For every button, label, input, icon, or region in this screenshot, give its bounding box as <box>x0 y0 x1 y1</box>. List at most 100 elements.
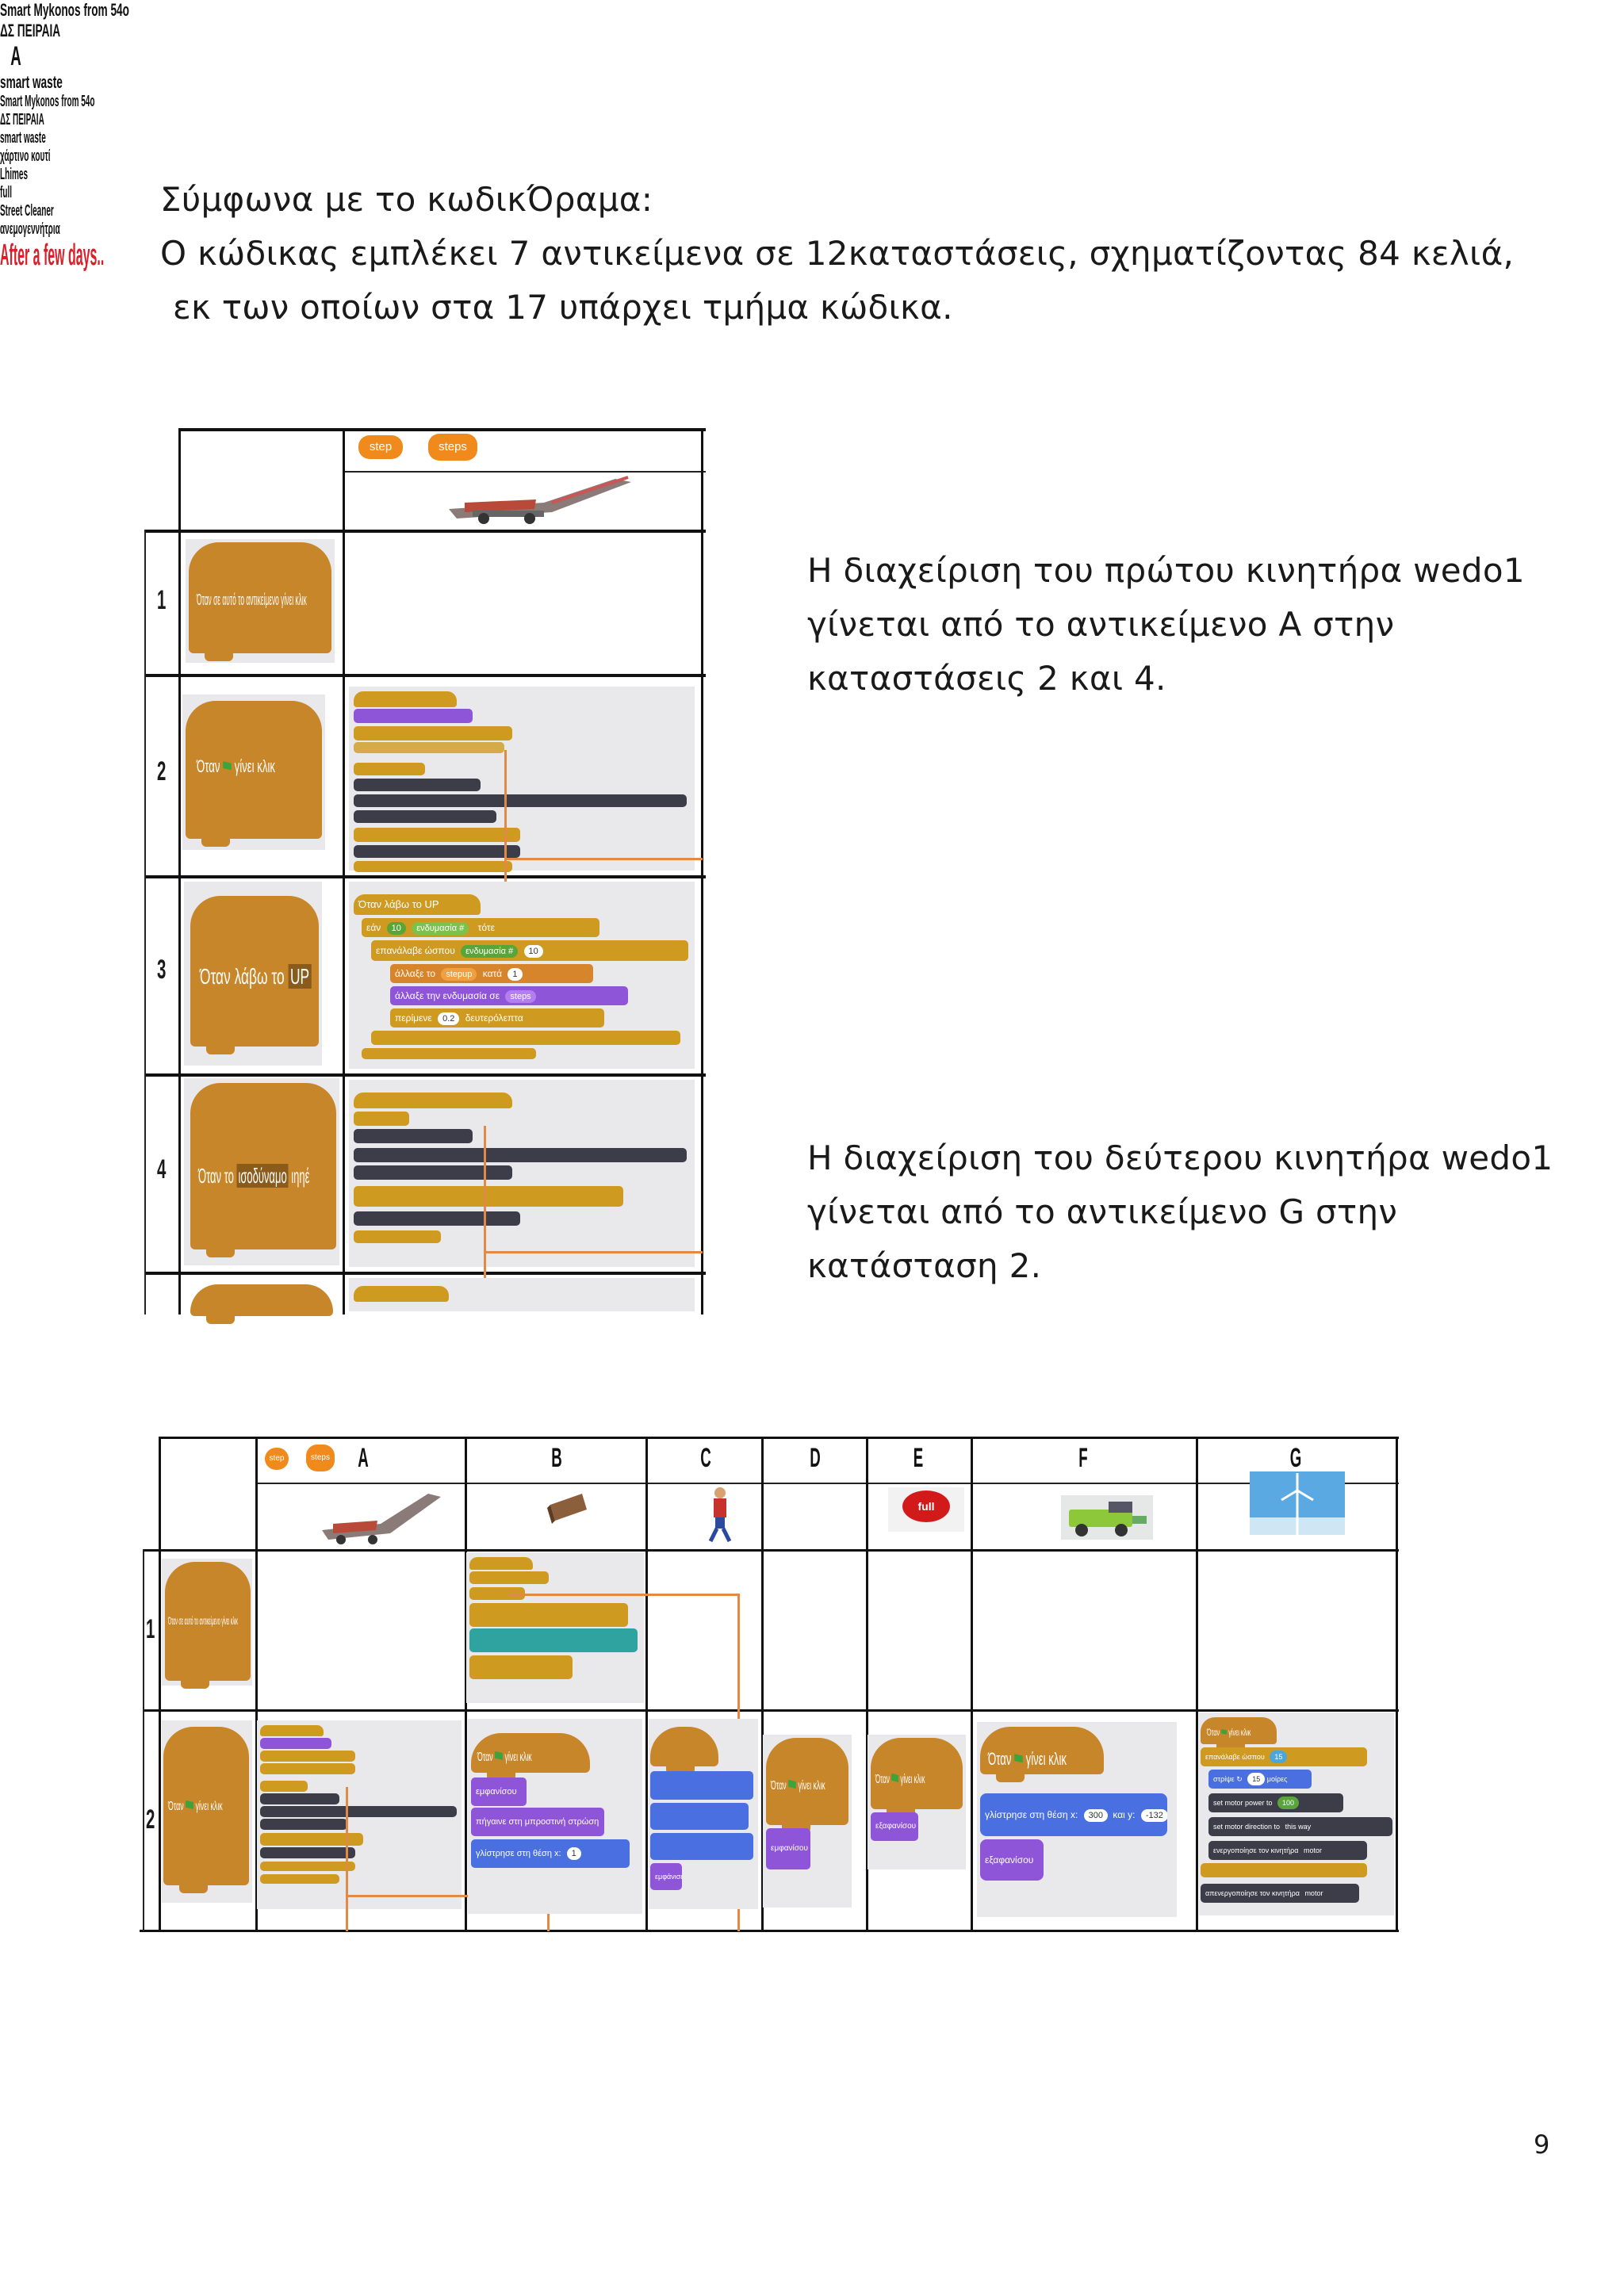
page-number: 9 <box>1534 2130 1550 2160</box>
t1-connector-line-a <box>504 750 507 909</box>
walking-person-icon <box>704 1486 736 1543</box>
t2-r2-b-glide: γλίστρησε στη θέση x: 1 <box>471 1839 630 1868</box>
t2-r2-g-repeat-label: επανάλαβε ώσπου <box>1205 1753 1265 1761</box>
t2-line-v0 <box>159 1437 161 1931</box>
t2-r2-a-ctrl2 <box>260 1763 355 1774</box>
t2-steps-button[interactable]: steps <box>306 1445 335 1471</box>
t2-r2-g-set-dir-value: this way <box>1285 1823 1312 1831</box>
t2-r2-g-repeat: επανάλαβε ώσπου 15 <box>1201 1747 1367 1766</box>
t1-r3-if-block: εάν 10 ενδυμασία # τότε <box>362 918 599 937</box>
t2-r2-d-show: εμφανίσου <box>766 1828 810 1869</box>
t2-line-v6 <box>971 1437 973 1931</box>
t2-r2-b-front: πήγαινε στη μπροστινή στρώση <box>471 1808 604 1836</box>
t1-r2-end-block <box>354 861 512 872</box>
t2-r2-f-glide-x: 300 <box>1083 1809 1109 1822</box>
t2-r2-c-block-3 <box>650 1833 753 1860</box>
t2-line-v8 <box>1396 1437 1398 1931</box>
t1-connector-line-c <box>484 1126 486 1300</box>
t2-line-rownum <box>143 1549 144 1931</box>
t2-r2-f-hat-text-a: Όταν <box>988 1749 1012 1769</box>
t2-line-v4 <box>761 1437 764 1931</box>
t1-r3-wait-label: περίμενε <box>395 1012 432 1024</box>
t1-r3-if-end <box>362 1048 536 1059</box>
t1-line-col <box>343 428 345 1314</box>
green-flag-icon <box>1014 1754 1023 1763</box>
t2-r2-c-show: εμφάνισε <box>650 1863 682 1890</box>
t1-r4-motor-on-block <box>354 1165 512 1180</box>
t2-line-top <box>159 1437 1399 1439</box>
t1-r3-costume-label: άλλαξε την ενδυμασία σε <box>395 990 500 1001</box>
t2-col-a-header: A <box>358 1443 369 1473</box>
t2-col-e-name: full <box>0 184 12 201</box>
t1-r2-look-block <box>354 709 473 723</box>
rotate-icon: ↻ <box>1236 1775 1243 1783</box>
t1-r3-repeat-operator: ενδυμασία # <box>461 945 519 958</box>
t1-line-left <box>178 428 181 1314</box>
t2-stage-title: Smart Mykonos from 54o <box>0 93 95 110</box>
t1-step-button[interactable]: step <box>358 435 403 459</box>
t2-r2-g-set-dir: set motor direction to this way <box>1208 1817 1392 1836</box>
t1-r2-event-label: Όταν γίνει κλικ <box>197 756 275 777</box>
t2-col-g-name: ανεμογεννήτρια <box>0 220 60 238</box>
t2-col-f-header: F <box>1078 1443 1088 1473</box>
t2-r2-b-glide-y: 1 <box>566 1847 581 1860</box>
t2-line-v7 <box>1196 1437 1198 1931</box>
t1-steps-button[interactable]: steps <box>428 434 477 461</box>
t1-r3-repeat-label: επανάλαβε ώσπου <box>376 945 455 956</box>
t2-r2-f-glide-label: γλίστρησε στη θέση x: <box>985 1809 1078 1820</box>
t2-r2-g-motor-off: απενεργοποίησε τον κινητήρα motor <box>1201 1884 1359 1903</box>
note1-line-2: γίνεται από το αντικείμενο A στην <box>807 605 1395 644</box>
t1-line-header-mid <box>344 471 706 473</box>
t1-r3-change-var: stepup <box>441 968 477 981</box>
t2-r2-b-hat-text-a: Όταν <box>477 1751 493 1764</box>
t2-r2-c-block-2 <box>650 1803 749 1830</box>
t1-r4-motor-dir-block <box>354 1148 687 1162</box>
t2-r1-b-if-cond <box>469 1603 628 1627</box>
t2-r2-c-block-1 <box>650 1771 753 1800</box>
green-flag-icon <box>1221 1728 1228 1735</box>
t1-line-right <box>701 428 703 1314</box>
t2-r2-g-turn: στρίψε ↻ 15 μοίρες <box>1208 1770 1312 1789</box>
t1-row-3-number: 3 <box>157 955 167 985</box>
t2-r2-a-end <box>260 1862 355 1871</box>
t2-r2-c-hat <box>650 1727 718 1774</box>
t2-r2-g-set-dir-label: set motor direction to <box>1213 1823 1281 1831</box>
note2-line-2: γίνεται από το αντικείμενο G στην <box>807 1192 1398 1231</box>
t2-r2-d-hat-label: Όταν γίνει κλικ <box>771 1779 825 1793</box>
t2-r2-g-turn-value: 15 <box>1247 1773 1266 1785</box>
t2-r2-e-hat-label: Όταν γίνει κλικ <box>875 1773 925 1787</box>
green-flag-icon <box>186 1800 194 1809</box>
t1-stage-title: Smart Mykonos from 54o <box>0 0 129 20</box>
green-flag-icon <box>223 761 232 771</box>
t2-col-d-header: D <box>810 1443 821 1473</box>
t2-r2-g-motor-off-value: motor <box>1304 1889 1323 1897</box>
t1-connector-line-d <box>484 1251 703 1253</box>
t2-r2-g-motor-on-value: motor <box>1304 1846 1323 1854</box>
note-second-motor: Η διαχείριση του δεύτερου κινητήρα wedo1… <box>807 1131 1608 1293</box>
t1-r3-wait-unit: δευτερόλεπτα <box>465 1012 523 1024</box>
t2-r2-b-hat: Όταν γίνει κλικ <box>471 1733 590 1781</box>
t2-r2-e-hat-text-b: γίνει κλικ <box>900 1773 925 1786</box>
t2-r2-g-motor-off-label: απενεργοποίησε τον κινητήρα <box>1205 1889 1300 1897</box>
t2-step-button[interactable]: step <box>265 1448 289 1470</box>
t2-r2-g-hat-label: Όταν γίνει κλικ <box>1207 1727 1251 1738</box>
t2-connector-line-a <box>509 1594 739 1596</box>
t2-r2-a-motor-dir <box>260 1806 457 1817</box>
t2-r2-f-hat-label: Όταν γίνει κλικ <box>988 1749 1067 1770</box>
t1-r3-change-block: άλλαξε το stepup κατά 1 <box>390 964 593 983</box>
t2-line-v1 <box>255 1437 258 1931</box>
t2-r2-d-hat-text-b: γίνει κλικ <box>798 1779 825 1793</box>
t1-line-top <box>178 428 706 431</box>
t2-line-header-bottom <box>143 1549 1399 1552</box>
code-grid-table-1: Smart Mykonos from 54o ΔΣ ΠΕΙΡΑΙΑ step s… <box>0 0 1624 1324</box>
t1-r4-motor-off-block <box>354 1211 520 1226</box>
t2-r2-a-motor-on <box>260 1819 347 1830</box>
t1-r3-then-label: τότε <box>477 922 495 933</box>
t1-line-row3 <box>144 1073 706 1077</box>
t2-r2-g-hat-text-a: Όταν <box>1207 1727 1220 1738</box>
t2-connector-line-d <box>346 1895 549 1897</box>
t2-r2-f-hide: εξαφανίσου <box>980 1839 1044 1881</box>
t1-r2-control-block <box>354 726 512 740</box>
intro-line-3: εκ των οποίων στα 17 υπάρχει τμήμα κώδικ… <box>173 288 953 327</box>
t2-r2-a-repeat <box>260 1833 363 1846</box>
